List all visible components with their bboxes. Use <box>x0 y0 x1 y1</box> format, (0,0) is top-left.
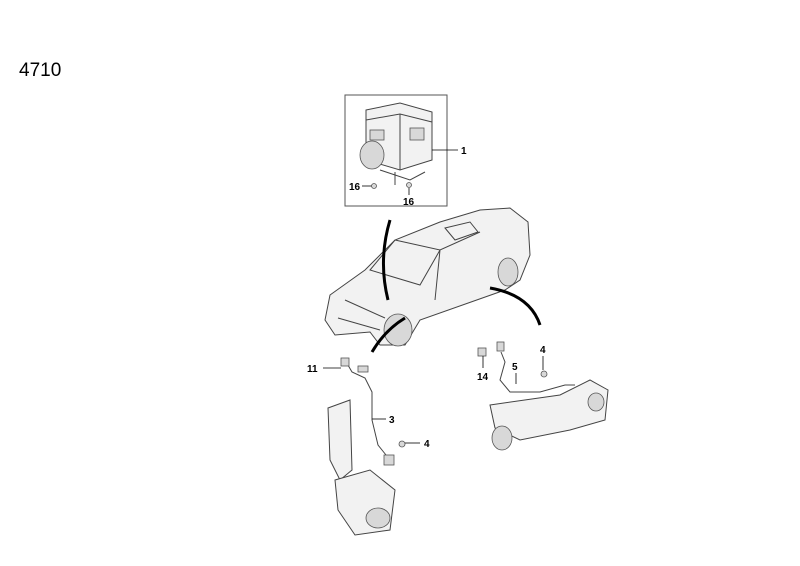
callout-4-front: 4 <box>424 439 430 450</box>
rear-wheel-sensor-assembly[interactable] <box>477 341 609 451</box>
callout-3: 3 <box>389 415 395 426</box>
vehicle-illustration <box>324 207 531 347</box>
abs-module-inset[interactable] <box>344 94 448 207</box>
pointer-arc <box>489 286 542 326</box>
front-wheel-sensor-assembly[interactable] <box>327 357 406 536</box>
callout-14: 14 <box>477 372 489 383</box>
group-number: 4710 <box>19 60 62 81</box>
callout-16-left: 16 <box>349 182 361 193</box>
bolt-icon <box>371 183 377 189</box>
callout-1: 1 <box>461 146 467 157</box>
callout-4-rear: 4 <box>540 345 546 356</box>
pointer-arc <box>370 316 406 353</box>
pointer-arc <box>382 219 392 301</box>
callout-11: 11 <box>307 364 318 375</box>
bolt-icon <box>406 182 412 188</box>
callout-16-right: 16 <box>403 197 415 208</box>
callout-5: 5 <box>512 362 518 373</box>
